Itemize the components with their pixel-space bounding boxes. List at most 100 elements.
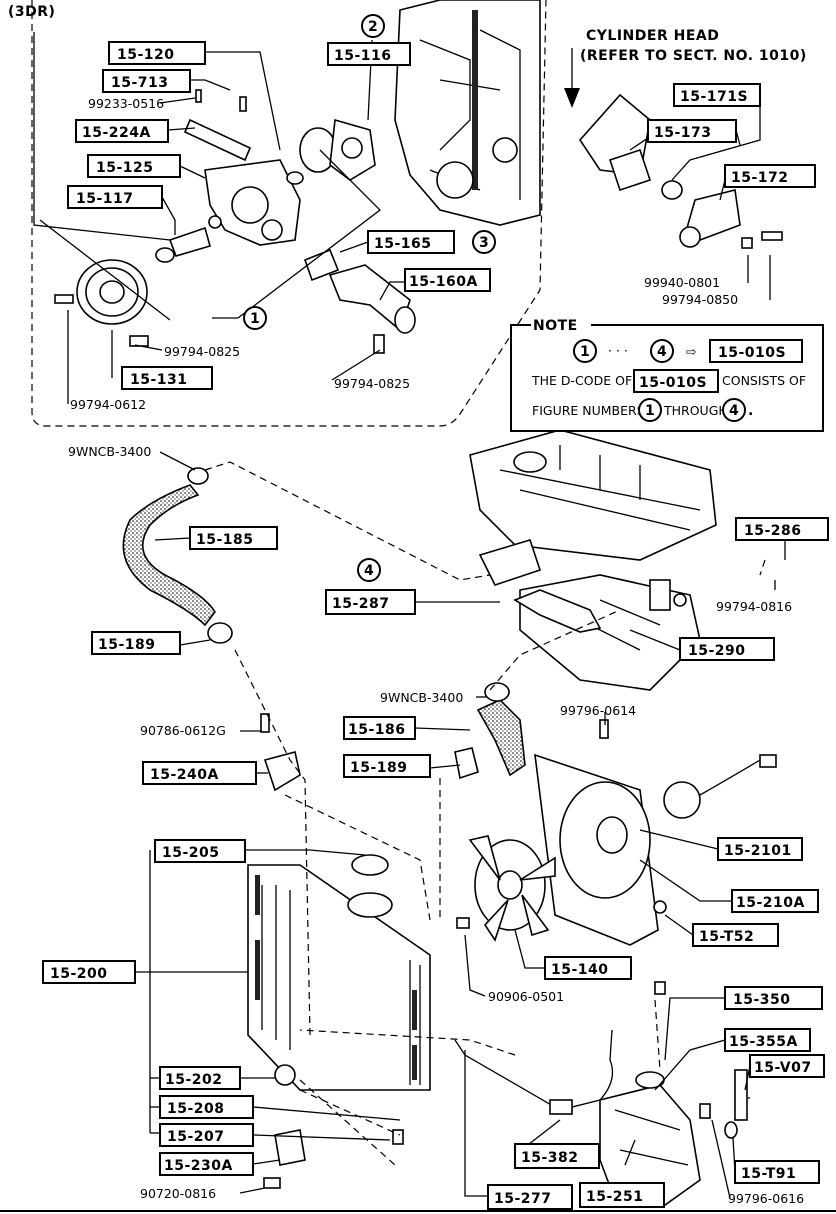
fan-shroud-drawing <box>534 719 777 946</box>
part-label-15-208[interactable]: 15-208 <box>159 1095 254 1119</box>
part-label-99940-0801[interactable]: 99940-0801 <box>644 275 720 290</box>
part-label-15-205[interactable]: 15-205 <box>154 839 246 863</box>
part-label-9wncb-3400-b[interactable]: 9WNCB-3400 <box>380 690 463 705</box>
note-figure-1b: 1 <box>645 403 655 419</box>
part-label-15-T91[interactable]: 15-T91 <box>734 1160 820 1184</box>
svg-text:15-172: 15-172 <box>731 170 789 186</box>
part-label-15-185[interactable]: 15-185 <box>189 526 278 550</box>
part-label-15-382[interactable]: 15-382 <box>514 1143 600 1169</box>
part-label-15-287[interactable]: 15-287 <box>325 589 416 615</box>
svg-text:15-382: 15-382 <box>521 1150 579 1166</box>
part-label-99794-0825-b[interactable]: 99794-0825 <box>334 376 410 391</box>
part-label-9wncb-3400-a[interactable]: 9WNCB-3400 <box>68 444 151 459</box>
part-label-99794-0850[interactable]: 99794-0850 <box>662 292 738 307</box>
part-label-15-160A[interactable]: 15-160A <box>404 268 491 292</box>
part-label-15-171S[interactable]: 15-171S <box>673 83 761 107</box>
svg-text:15-287: 15-287 <box>332 596 390 612</box>
svg-text:15-240A: 15-240A <box>150 767 219 783</box>
svg-text:15-T91: 15-T91 <box>741 1166 796 1182</box>
note-through-text: THROUGH <box>663 403 728 418</box>
svg-text:15-286: 15-286 <box>744 523 802 539</box>
thermostat-drawing <box>564 48 783 249</box>
part-label-15-251[interactable]: 15-251 <box>579 1182 665 1208</box>
part-label-99794-0612[interactable]: 99794-0612 <box>70 397 146 412</box>
svg-text:15-160A: 15-160A <box>409 274 478 290</box>
part-label-99794-0816[interactable]: 99794-0816 <box>716 599 792 614</box>
svg-text:15-205: 15-205 <box>162 845 220 861</box>
part-label-90786-0612g[interactable]: 90786-0612G <box>140 723 226 738</box>
part-label-15-230A[interactable]: 15-230A <box>159 1152 254 1176</box>
svg-text:15-171S: 15-171S <box>680 89 748 105</box>
boxed-part-labels: 15-120 15-713 15-224A 15-125 15-117 15-1… <box>42 41 829 1210</box>
part-label-15-116[interactable]: 15-116 <box>327 42 411 66</box>
part-label-15-713[interactable]: 15-713 <box>102 69 191 93</box>
svg-text:15-189: 15-189 <box>350 760 408 776</box>
part-label-15-286[interactable]: 15-286 <box>735 517 829 541</box>
svg-text:15-290: 15-290 <box>688 643 746 659</box>
note-period: . <box>748 403 754 419</box>
part-label-15-355A[interactable]: 15-355A <box>724 1028 811 1052</box>
part-label-15-125[interactable]: 15-125 <box>87 154 181 178</box>
part-label-15-207[interactable]: 15-207 <box>159 1123 254 1147</box>
figure-number-3: 3 <box>479 235 489 251</box>
figure-number-2: 2 <box>368 19 378 35</box>
part-label-15-189-upper[interactable]: 15-189 <box>91 631 181 655</box>
part-label-15-200[interactable]: 15-200 <box>42 960 136 984</box>
part-label-15-120[interactable]: 15-120 <box>108 41 206 65</box>
svg-text:15-208: 15-208 <box>167 1101 225 1117</box>
svg-text:15-116: 15-116 <box>334 48 392 64</box>
svg-text:15-350: 15-350 <box>733 992 791 1008</box>
note-dcode: 15-010S <box>718 345 786 361</box>
fan-blade-drawing <box>456 835 556 942</box>
part-label-90906-0501[interactable]: 90906-0501 <box>488 989 564 1004</box>
svg-text:15-224A: 15-224A <box>82 125 151 141</box>
part-label-15-210A[interactable]: 15-210A <box>731 889 819 913</box>
part-label-15-131[interactable]: 15-131 <box>121 366 213 390</box>
svg-text:15-T52: 15-T52 <box>699 929 754 945</box>
part-label-15-165[interactable]: 15-165 <box>367 230 455 254</box>
part-label-15-290[interactable]: 15-290 <box>679 637 775 661</box>
part-label-15-172[interactable]: 15-172 <box>724 164 816 188</box>
part-label-15-173[interactable]: 15-173 <box>647 119 737 143</box>
part-label-15-189-lower[interactable]: 15-189 <box>343 754 431 778</box>
part-label-90720-0816[interactable]: 90720-0816 <box>140 1186 216 1201</box>
part-label-15-277[interactable]: 15-277 <box>487 1184 573 1210</box>
note-arrow: ⇨ <box>686 344 697 359</box>
note-figure-numbers-text: FIGURE NUMBERS <box>532 403 645 418</box>
cylinder-head-ref-label: (REFER TO SECT. NO. 1010) <box>580 48 807 64</box>
figure-number-4: 4 <box>364 563 374 579</box>
note-consists-text: CONSISTS OF <box>722 373 806 388</box>
coolant-reservoir-drawing <box>454 981 748 1206</box>
svg-text:15-210A: 15-210A <box>736 895 805 911</box>
part-label-15-224A[interactable]: 15-224A <box>75 119 169 143</box>
part-label-15-V07[interactable]: 15-V07 <box>749 1054 825 1078</box>
lower-hose-drawing <box>454 682 526 780</box>
svg-text:15-131: 15-131 <box>130 372 188 388</box>
3dr-region: (3DR) <box>8 0 547 427</box>
part-label-15-2101[interactable]: 15-2101 <box>717 837 803 861</box>
plain-part-labels: 99233-0516 99794-0825 99794-0825 99794-0… <box>68 96 804 1206</box>
part-label-99796-0616[interactable]: 99796-0616 <box>728 1191 804 1206</box>
part-label-99233-0516[interactable]: 99233-0516 <box>88 96 164 111</box>
part-label-15-350[interactable]: 15-350 <box>724 986 823 1010</box>
svg-text:15-125: 15-125 <box>96 160 154 176</box>
dashed-connections <box>204 461 766 1166</box>
svg-text:15-207: 15-207 <box>167 1129 225 1145</box>
svg-text:15-165: 15-165 <box>374 236 432 252</box>
part-label-15-T52[interactable]: 15-T52 <box>692 923 779 947</box>
svg-text:15-200: 15-200 <box>50 966 108 982</box>
part-label-15-186[interactable]: 15-186 <box>343 716 416 740</box>
part-label-15-240A[interactable]: 15-240A <box>142 761 257 785</box>
water-pump-drawing <box>54 89 416 354</box>
figure-number-1: 1 <box>250 311 260 327</box>
part-label-15-202[interactable]: 15-202 <box>159 1066 241 1090</box>
svg-text:15-277: 15-277 <box>494 1191 552 1207</box>
part-label-15-140[interactable]: 15-140 <box>544 956 632 980</box>
svg-text:15-186: 15-186 <box>348 722 406 738</box>
variant-label: (3DR) <box>8 4 55 20</box>
svg-text:15-185: 15-185 <box>196 532 254 548</box>
part-label-15-117[interactable]: 15-117 <box>67 185 163 209</box>
part-label-99794-0825-a[interactable]: 99794-0825 <box>164 344 240 359</box>
part-label-99796-0614[interactable]: 99796-0614 <box>560 703 636 718</box>
